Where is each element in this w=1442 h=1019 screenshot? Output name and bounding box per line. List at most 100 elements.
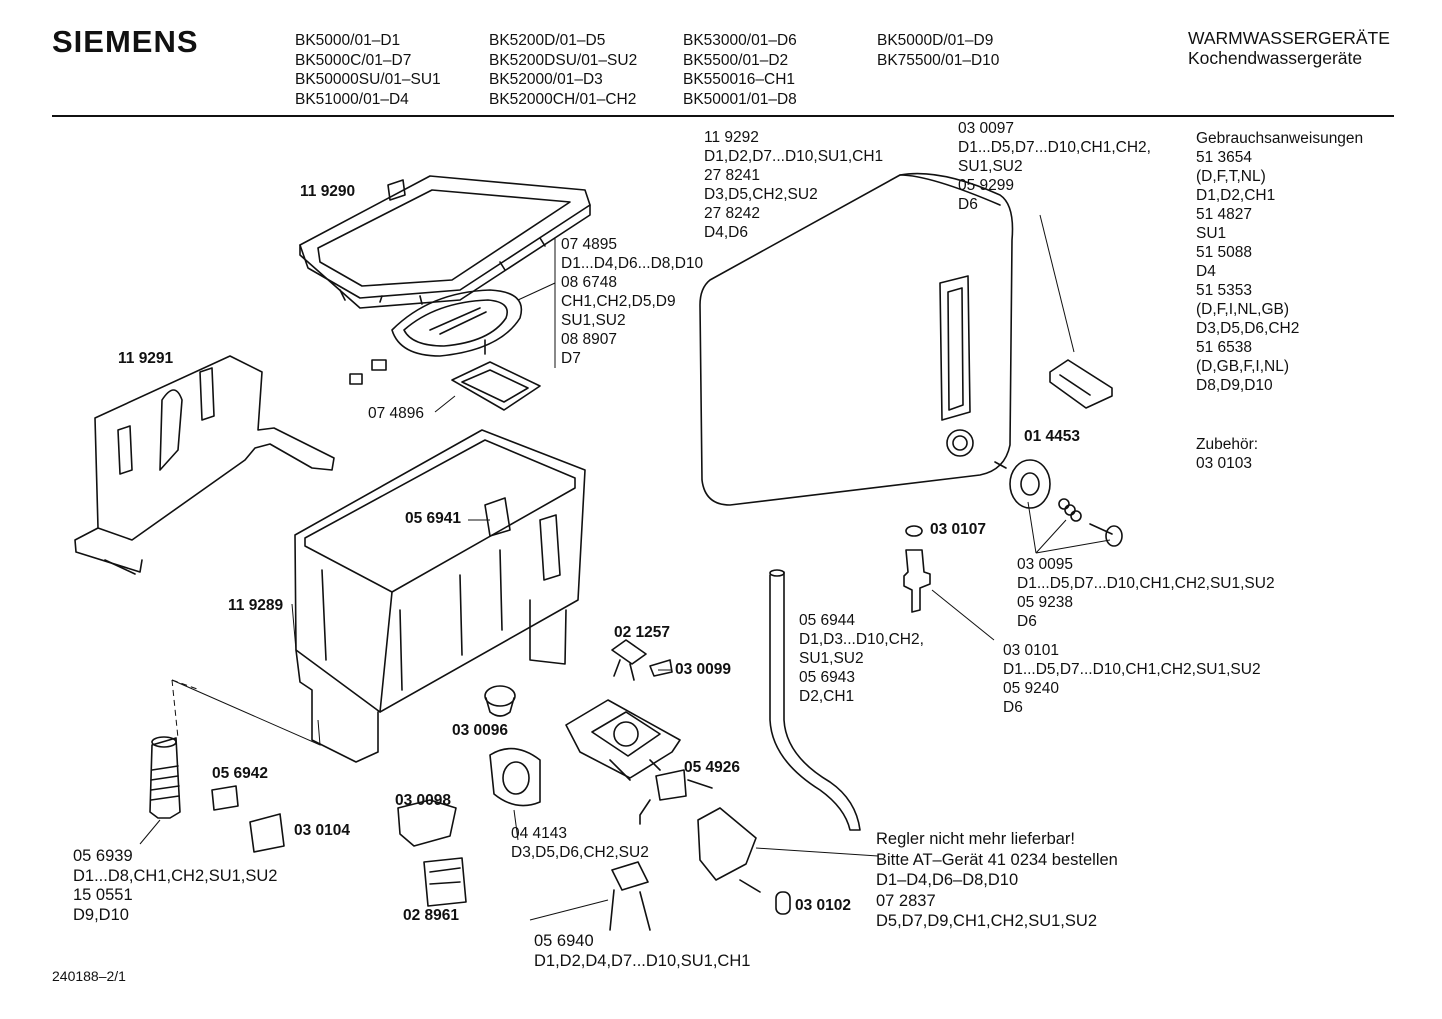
manual-entry: SU1 (1196, 225, 1227, 242)
grommet-drawing (775, 891, 791, 915)
callout-line: 27 8242 (704, 205, 761, 222)
bushing-drawing (484, 685, 516, 707)
manuals-list: Gebrauchsanweisungen 51 3654 (D,F,T,NL) … (1196, 129, 1363, 395)
callout-line: CH1,CH2,D5,D9 (561, 293, 676, 310)
notice-line: 07 2837 (876, 891, 936, 910)
part-119290: 11 9290 (300, 183, 356, 200)
callout-line: 05 9299 (958, 177, 1015, 194)
accessories-heading: Zubehör: (1196, 436, 1259, 453)
callout-line: 05 6939 (73, 847, 133, 865)
callout-line: D1...D5,D7...D10,CH1,CH2,SU1,SU2 (1017, 575, 1275, 592)
callout-line: 07 4895 (561, 236, 618, 253)
accessories-list: Zubehör: 03 0103 (1196, 435, 1258, 473)
document-code: 240188–2/1 (52, 968, 126, 984)
model-entry: BK550016–CH1 (683, 71, 796, 88)
model-entry: BK5000C/01–D7 (295, 51, 412, 69)
callout-line: D1...D8,CH1,CH2,SU1,SU2 (73, 866, 278, 885)
callout-line: 08 8907 (561, 331, 618, 348)
callout-line: D3,D5,CH2,SU2 (704, 186, 818, 203)
callout-030095: 03 0095 D1...D5,D7...D10,CH1,CH2,SU1,SU2… (1017, 555, 1275, 631)
manual-entry: (D,GB,F,I,NL) (1196, 358, 1290, 375)
callout-line: D6 (958, 196, 978, 213)
knob-assembly-drawing (994, 459, 1123, 547)
callout-056940: 05 6940 D1,D2,D4,D7...D10,SU1,CH1 (534, 932, 750, 971)
part-030098: 03 0098 (395, 792, 452, 809)
callout-line: D2,CH1 (799, 688, 855, 705)
manual-entry: 51 6538 (1196, 339, 1253, 356)
callout-074896: 07 4896 (368, 405, 425, 422)
manual-entry: (D,F,T,NL) (1196, 168, 1266, 185)
manual-entry: 51 5353 (1196, 282, 1253, 299)
gasket-drawing (391, 289, 523, 357)
callout-line: 05 6943 (799, 669, 856, 686)
model-column-2: BK5200D/01–D5 BK5200DSU/01–SU2 BK52000/0… (489, 31, 637, 109)
pipe-drawing (769, 569, 861, 831)
part-056942: 05 6942 (212, 765, 269, 782)
mounting-bracket-drawing (74, 355, 335, 575)
accessory-entry: 03 0103 (1196, 455, 1253, 472)
callout-line: 08 6748 (561, 274, 618, 291)
model-entry: BK53000/01–D6 (683, 32, 797, 49)
part-054926: 05 4926 (684, 759, 741, 776)
model-entry: BK5200DSU/01–SU2 (489, 51, 638, 69)
part-030099: 03 0099 (675, 661, 732, 678)
callout-line: D6 (1017, 613, 1037, 630)
notice-line: Bitte AT–Gerät 41 0234 bestellen (876, 850, 1118, 869)
callout-line: D1,D2,D7...D10,SU1,CH1 (704, 148, 884, 165)
regulator-notice: Regler nicht mehr lieferbar! Bitte AT–Ge… (876, 829, 1118, 932)
manual-entry: D3,D5,D6,CH2 (1196, 320, 1300, 337)
callout-044143: 04 4143 D3,D5,D6,CH2,SU2 (511, 824, 649, 862)
title-line-1: WARMWASSERGERÄTE (1188, 28, 1390, 48)
callout-line: D6 (1003, 699, 1023, 716)
model-entry: BK50001/01–D8 (683, 90, 797, 108)
heater-plate-drawing (565, 699, 681, 781)
callout-line: 15 0551 (73, 886, 133, 904)
manual-entry: 51 3654 (1196, 149, 1253, 166)
callout-line: D4,D6 (704, 224, 748, 241)
callout-line: 05 9240 (1003, 680, 1060, 697)
document-title: WARMWASSERGERÄTE Kochendwassergeräte (1188, 28, 1390, 68)
manual-entry: 51 4827 (1196, 206, 1253, 223)
callout-line: 03 0097 (958, 120, 1015, 137)
clip-drawing (1049, 359, 1113, 409)
model-entry: BK5000/01–D1 (295, 32, 401, 49)
callout-056944: 05 6944 D1,D3...D10,CH2, SU1,SU2 05 6943… (799, 611, 924, 706)
callout-line: D1...D5,D7...D10,CH1,CH2, (958, 139, 1151, 156)
model-column-1: BK5000/01–D1 BK5000C/01–D7 BK50000SU/01–… (295, 31, 441, 109)
callout-030097: 03 0097 D1...D5,D7...D10,CH1,CH2, SU1,SU… (958, 119, 1151, 214)
brand-logo: SIEMENS (52, 24, 199, 59)
callout-line: D3,D5,D6,CH2,SU2 (511, 844, 649, 861)
callout-119292: 11 9292 D1,D2,D7...D10,SU1,CH1 27 8241 D… (704, 128, 883, 242)
callout-line: SU1,SU2 (561, 312, 626, 329)
callout-line: D1,D2,D4,D7...D10,SU1,CH1 (534, 951, 751, 970)
callout-line: D1...D4,D6...D8,D10 (561, 255, 704, 272)
connector-small-a (349, 373, 363, 385)
manual-entry: D1,D2,CH1 (1196, 187, 1276, 204)
title-line-2: Kochendwassergeräte (1188, 47, 1363, 68)
callout-line: 05 6940 (534, 932, 594, 950)
notice-line: D5,D7,D9,CH1,CH2,SU1,SU2 (876, 912, 1097, 930)
callout-line: 03 0095 (1017, 556, 1074, 573)
manual-entry: (D,F,I,NL,GB) (1196, 301, 1290, 318)
notice-line: Regler nicht mehr lieferbar! (876, 830, 1075, 848)
lid-tray-drawing (299, 175, 591, 309)
tank-drawing (294, 429, 586, 763)
connector-small-b (371, 359, 387, 371)
part-028961: 02 8961 (403, 907, 460, 924)
part-030107: 03 0107 (930, 521, 987, 538)
callout-line: 05 6944 (799, 612, 856, 629)
part-056941: 05 6941 (405, 510, 462, 527)
model-entry: BK5500/01–D2 (683, 51, 789, 69)
callout-line: D1,D3...D10,CH2, (799, 631, 924, 648)
model-entry: BK52000/01–D3 (489, 71, 603, 88)
part-119289: 11 9289 (228, 597, 284, 614)
part-030104: 03 0104 (294, 822, 351, 839)
model-entry: BK75500/01–D10 (877, 51, 1000, 69)
valve-drawing (903, 525, 931, 613)
model-entry: BK51000/01–D4 (295, 90, 409, 108)
callout-line: 03 0101 (1003, 642, 1060, 659)
callout-030101: 03 0101 D1...D5,D7...D10,CH1,CH2,SU1,SU2… (1003, 641, 1261, 717)
part-030102: 03 0102 (795, 897, 852, 914)
callout-line: 05 9238 (1017, 594, 1074, 611)
